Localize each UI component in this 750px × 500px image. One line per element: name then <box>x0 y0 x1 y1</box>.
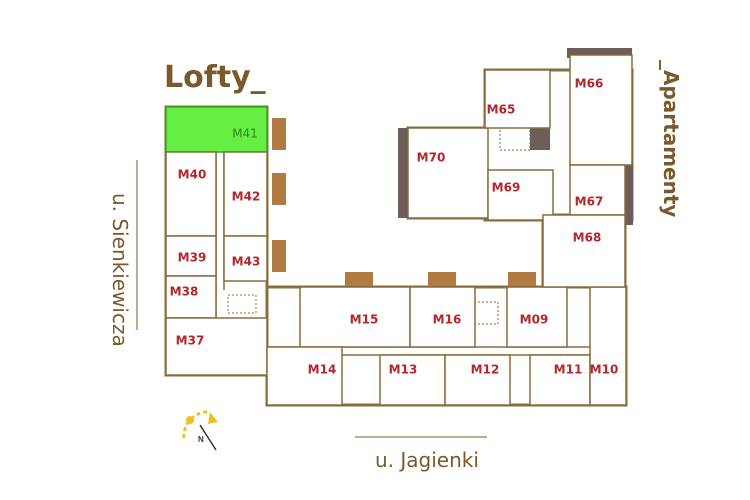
unit-label[interactable]: M68 <box>573 231 602 245</box>
unit-m14[interactable]: M14 <box>266 346 343 406</box>
unit-m42[interactable]: M42 <box>223 151 268 237</box>
unit-area[interactable] <box>379 354 446 406</box>
unit-m12[interactable]: M12 <box>444 354 511 406</box>
unit-label[interactable]: M16 <box>433 313 462 327</box>
unit-area[interactable] <box>165 235 217 277</box>
unit-area[interactable] <box>487 169 554 221</box>
unit-m16[interactable]: M16 <box>409 286 476 348</box>
unit-label[interactable]: M13 <box>389 363 418 377</box>
unit-label[interactable]: M65 <box>487 103 516 117</box>
unit-area[interactable] <box>529 354 591 406</box>
unit-label[interactable]: M40 <box>178 168 207 182</box>
unit-label[interactable]: M14 <box>308 363 337 377</box>
unit-label[interactable]: M69 <box>492 181 521 195</box>
street-sienkiewicza: u. Sienkiewicza <box>108 193 132 347</box>
unit-m39[interactable]: M39 <box>165 235 217 277</box>
north-needle-icon <box>199 424 217 451</box>
unit-m67[interactable]: M67 <box>569 164 626 216</box>
unit-label[interactable]: M66 <box>575 77 604 91</box>
unit-label[interactable]: M11 <box>554 363 583 377</box>
unit-m68[interactable]: M68 <box>542 214 626 288</box>
unit-label[interactable]: M09 <box>520 313 549 327</box>
unit-m40[interactable]: M40 <box>165 151 217 237</box>
unit-m70[interactable]: M70 <box>407 127 489 219</box>
unit-m69[interactable]: M69 <box>487 169 554 221</box>
unit-area[interactable] <box>484 69 551 129</box>
unit-label[interactable]: M42 <box>232 190 261 204</box>
compass: N <box>182 410 218 451</box>
unit-m13[interactable]: M13 <box>379 354 446 406</box>
unit-label[interactable]: M70 <box>417 151 446 165</box>
unit-area[interactable] <box>444 354 511 406</box>
unit-m11[interactable]: M11 <box>529 354 591 406</box>
unit-m65[interactable]: M65 <box>484 69 551 129</box>
rotation-arc-icon <box>182 410 211 439</box>
apartamenty-heading: _Apartamenty <box>659 60 683 218</box>
unit-area[interactable] <box>407 127 489 219</box>
unit-m37[interactable]: M37 <box>165 317 268 376</box>
unit-label[interactable]: M43 <box>232 255 261 269</box>
unit-m10[interactable]: M10 <box>589 286 627 406</box>
arrow-icon <box>208 412 218 424</box>
unit-label[interactable]: M15 <box>350 313 379 327</box>
unit-area[interactable] <box>165 317 268 376</box>
unit-area[interactable] <box>266 346 343 406</box>
unit-area[interactable] <box>165 151 217 237</box>
unit-label[interactable]: M39 <box>178 251 207 265</box>
unit-area[interactable] <box>165 275 217 319</box>
unit-m38[interactable]: M38 <box>165 275 217 319</box>
unit-area[interactable] <box>223 235 268 282</box>
unit-area[interactable] <box>589 286 627 406</box>
unit-label[interactable]: M12 <box>471 363 500 377</box>
lofty-heading: Lofty_ <box>164 60 266 95</box>
unit-label[interactable]: M10 <box>590 363 619 377</box>
unit-label[interactable]: M38 <box>170 285 199 299</box>
unit-m41[interactable]: M41 <box>165 106 268 153</box>
unit-area[interactable] <box>569 54 633 166</box>
unit-m43[interactable]: M43 <box>223 235 268 282</box>
street-jagienki: u. Jagienki <box>375 448 479 472</box>
unit-label[interactable]: M41 <box>232 127 258 141</box>
unit-area[interactable] <box>542 214 626 288</box>
unit-label[interactable]: M67 <box>575 195 604 209</box>
unit-label[interactable]: M37 <box>176 334 205 348</box>
unit-area[interactable] <box>409 286 476 348</box>
north-label: N <box>198 435 204 444</box>
unit-area[interactable] <box>506 286 568 348</box>
unit-m09[interactable]: M09 <box>506 286 568 348</box>
unit-m15[interactable]: M15 <box>299 286 411 348</box>
unit-m66[interactable]: M66 <box>569 54 633 166</box>
unit-area[interactable] <box>165 106 268 153</box>
